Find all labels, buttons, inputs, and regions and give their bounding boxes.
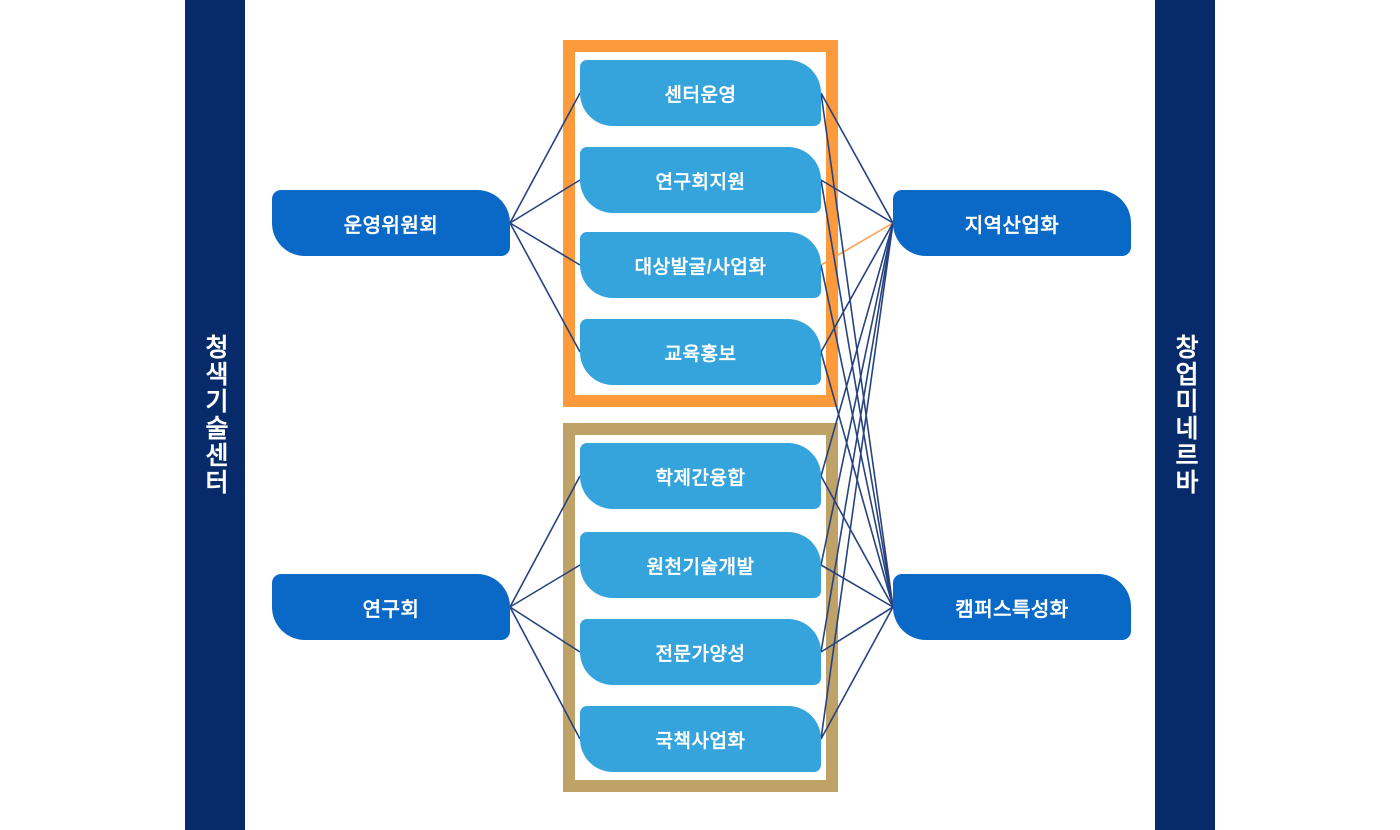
node-campus-specialization-label: 캠퍼스특성화 [955,598,1069,621]
box-expert-training: 전문가양성 [580,619,821,685]
box-core-technology-development: 원천기술개발 [580,532,821,598]
box-education-promotion-label: 교육홍보 [664,343,737,365]
node-steering-committee: 운영위원회 [272,190,510,256]
box-target-discovery-commercialization-label: 대상발굴/사업화 [634,256,767,278]
right-title-bar: 창업미네르바 [1155,0,1215,830]
node-steering-committee-label: 운영위원회 [343,214,439,237]
box-national-project-commercialization-label: 국책사업화 [655,730,746,752]
box-expert-training-label: 전문가양성 [655,643,746,665]
box-research-support: 연구회지원 [580,147,821,213]
box-national-project-commercialization: 국책사업화 [580,706,821,772]
box-interdisciplinary-convergence: 학제간융합 [580,443,821,509]
left-title-text: 청색기술센터 [201,334,229,496]
box-center-operation-label: 센터운영 [664,84,737,106]
left-title-bar: 청색기술센터 [185,0,245,830]
node-research-society: 연구회 [272,574,510,640]
node-regional-industrialization-label: 지역산업화 [964,214,1060,237]
right-title-text: 창업미네르바 [1171,334,1199,496]
box-education-promotion: 교육홍보 [580,319,821,385]
node-campus-specialization: 캠퍼스특성화 [893,574,1131,640]
node-regional-industrialization: 지역산업화 [893,190,1131,256]
node-research-society-label: 연구회 [362,598,420,621]
box-core-technology-development-label: 원천기술개발 [646,556,755,578]
box-target-discovery-commercialization: 대상발굴/사업화 [580,232,821,298]
box-interdisciplinary-convergence-label: 학제간융합 [655,467,746,489]
box-center-operation: 센터운영 [580,60,821,126]
box-research-support-label: 연구회지원 [655,171,746,193]
